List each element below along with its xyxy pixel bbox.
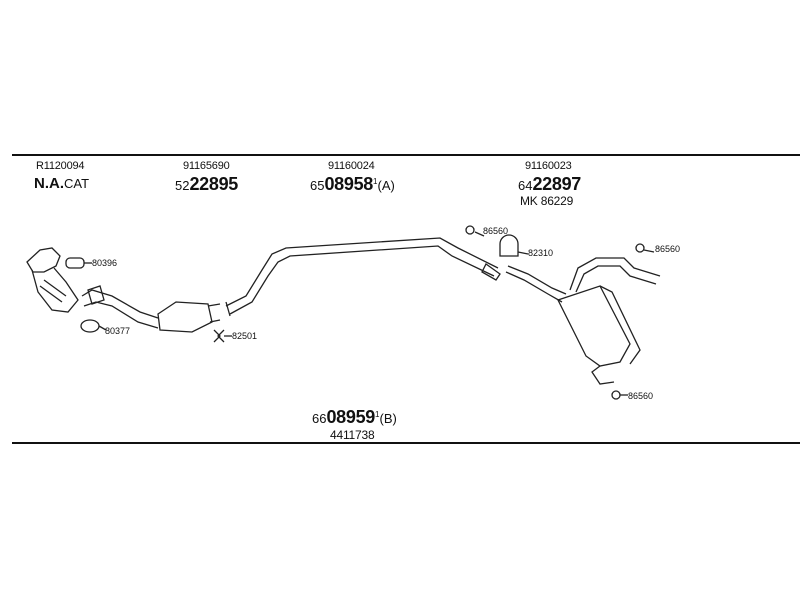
centre-pipe-lower <box>229 245 495 315</box>
part-mk-86229: MK 86229 <box>520 194 574 208</box>
top-rule <box>12 154 800 156</box>
part-number: 22897 <box>532 174 582 194</box>
na-cat-label: N.A.CAT <box>34 175 89 192</box>
part-number-6508958: 65089581(A) <box>310 174 395 195</box>
rear-silencer <box>557 285 631 367</box>
rubber-mount-86560-b <box>635 243 645 253</box>
leader-82310 <box>517 251 529 255</box>
part-prefix: 65 <box>310 178 325 193</box>
centre-pipe-outlet <box>481 263 501 281</box>
callout-82310: 82310 <box>528 248 554 258</box>
gasket-80377 <box>80 319 100 333</box>
part-prefix: 64 <box>518 178 533 193</box>
part-ref-r1120094: R1120094 <box>36 160 85 172</box>
part-number: 08959 <box>326 407 376 427</box>
leader-86560-b <box>643 249 655 253</box>
leader-86560-a <box>474 231 485 237</box>
callout-80396: 80396 <box>92 258 118 268</box>
tail-pipe-upper <box>569 257 661 291</box>
u-clamp-82310 <box>499 234 519 257</box>
rear-silencer-hanger <box>591 365 615 385</box>
part-ref-91165690: 91165690 <box>183 160 230 172</box>
catalyst-ribs <box>39 279 67 303</box>
rear-pipe-upper <box>507 265 567 295</box>
callout-80377: 80377 <box>105 326 131 336</box>
part-number: 08958 <box>324 174 374 194</box>
silencer-outlet <box>207 303 221 323</box>
callout-82501: 82501 <box>232 331 258 341</box>
part-number-6422897: 6422897 <box>518 174 581 195</box>
callout-86560-right: 86560 <box>655 244 681 254</box>
clamp-80396 <box>65 257 85 269</box>
part-prefix: 66 <box>312 411 327 426</box>
part-sup: 1 <box>375 410 380 419</box>
part-suffix: (A) <box>377 178 395 193</box>
leader-80377 <box>98 325 107 331</box>
cat-label: CAT <box>64 176 90 191</box>
tail-pipe-lower <box>575 265 657 293</box>
rear-silencer-side <box>599 285 641 365</box>
front-pipe-flange <box>87 285 105 305</box>
part-ref-91160024: 91160024 <box>328 160 375 172</box>
part-number-5222895: 5222895 <box>175 174 238 195</box>
part-number: 22895 <box>189 174 239 194</box>
part-suffix: (B) <box>379 411 397 426</box>
catalytic-converter <box>31 267 79 313</box>
manifold-flange <box>26 247 61 273</box>
rubber-mount-86560-c <box>611 390 621 400</box>
bracket-82501 <box>213 329 225 343</box>
bottom-rule <box>12 442 800 444</box>
part-number-6608959: 66089591(B) <box>312 407 397 428</box>
centre-pipe-upper <box>225 237 499 307</box>
callout-86560-bottom: 86560 <box>628 391 654 401</box>
rubber-mount-86560-a <box>465 225 475 235</box>
na-label: N.A. <box>34 175 64 192</box>
part-ref-91160023: 91160023 <box>525 160 572 172</box>
front-pipe-lower <box>83 301 159 329</box>
part-ref-4411738: 4411738 <box>330 428 375 442</box>
middle-silencer <box>157 301 213 333</box>
part-prefix: 52 <box>175 178 190 193</box>
rear-pipe-lower <box>505 271 563 303</box>
part-sup: 1 <box>373 177 378 186</box>
callout-86560-top: 86560 <box>483 226 509 236</box>
centre-pipe-end <box>225 301 231 317</box>
